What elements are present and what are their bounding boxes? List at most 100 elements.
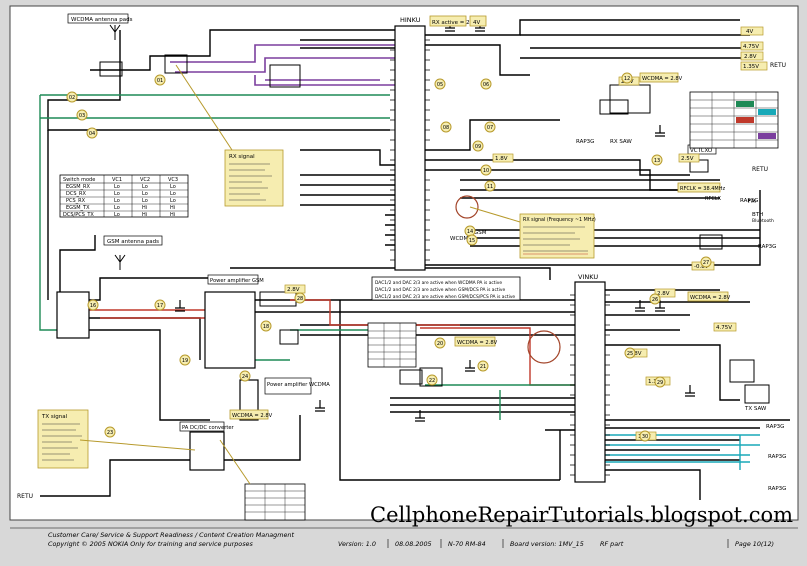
switch-table-header-vc2: VC2 [140, 177, 150, 183]
power-amp-gsm-label: Power amplifier GSM [210, 278, 264, 284]
footer-version: Version: 1.0 [338, 540, 376, 548]
marker-label: 15 [469, 238, 475, 244]
top-4v-box [469, 15, 487, 27]
footer-separators [387, 539, 729, 548]
wcdma-28-label-b: WCDMA = 2.8V [642, 76, 683, 82]
marker-label: 01 [157, 78, 163, 84]
dac-note-line-1: DAC1/2 and DAC 2/3 are active when WCDMA… [375, 280, 502, 286]
cyan-wires [605, 434, 760, 470]
footer-board: Board version: 1MV_15 [510, 540, 584, 548]
power-amp-wcdma-label: Power amplifier WCDMA [267, 382, 330, 388]
switch-table-cell: Lo [114, 191, 120, 197]
vinku-label: VINKU [578, 273, 598, 281]
marker-label: 11 [487, 184, 493, 190]
wcdma-28-label-a: WCDMA = 2.8V [232, 413, 273, 419]
rx-active-label: RX active = 2.8V [432, 20, 479, 26]
right-status-table [689, 91, 779, 149]
gsm-pa-chip [204, 291, 256, 369]
marker-label: 03 [79, 113, 85, 119]
marker-label: 21 [480, 364, 486, 370]
switch-table-cell: Lo [142, 198, 148, 204]
rap3g-label-4: RAP3G [766, 424, 784, 430]
retu-label-top: RETU [770, 62, 786, 69]
rail-1-35v: 1.35V [743, 64, 759, 70]
rail-2-8v: 2.8V [744, 54, 757, 60]
rx-signal-right-note: RX signal (Frequency ~1 MHz) [519, 213, 596, 259]
switch-table-cell: Hi [142, 212, 147, 218]
retu-label-mid: RETU [752, 166, 768, 173]
marker-label: 18 [263, 324, 269, 330]
rail-4v: 4V [746, 29, 753, 35]
switch-table-cell: Lo [142, 184, 148, 190]
highlight-circle-tx [527, 330, 561, 364]
footer-model: N-70 RM-84 [448, 540, 486, 548]
footer-page: Page 10(12) [735, 540, 774, 548]
top-4v-label: 4V [473, 20, 480, 26]
rx-signal-right-title: RX signal (Frequency ~1 MHz) [523, 217, 596, 223]
bth-sub-label: Bluetooth [752, 218, 774, 224]
marker-label: 20 [437, 341, 443, 347]
hinku-pins [390, 39, 430, 261]
marker-label: 10 [483, 168, 489, 174]
power-table [367, 322, 417, 368]
antenna-switch-chip [56, 291, 90, 339]
switch-table-cell: Lo [114, 205, 120, 211]
marker-label: 25 [627, 351, 633, 357]
switch-table-row-mode: EGSM_TX [66, 205, 90, 211]
switch-table-cell: Lo [170, 184, 176, 190]
switch-table-cell: Lo [170, 191, 176, 197]
switch-mode-table: Switch mode VC1 VC2 VC3 EGSM_RX Lo Lo Lo… [59, 174, 189, 218]
rail-4-75v: 4.75V [743, 44, 759, 50]
marker-label: 12 [624, 76, 630, 82]
wcdma-28-box-a [229, 409, 269, 420]
rfclk-label: RFCLK = 38.4MHz [680, 186, 725, 192]
purple-wires [170, 44, 395, 86]
vinku-pins [570, 294, 610, 476]
switch-table-cell: Hi [170, 205, 175, 211]
rap3g-label-1: RAP3G [576, 139, 594, 145]
rail-2-5v: 2.5V [681, 156, 694, 162]
switch-table-cell: Lo [114, 212, 120, 218]
marker-label: 24 [242, 374, 248, 380]
switch-table-row-mode: DCS_RX [66, 191, 86, 197]
hinku-label: HINKU [400, 16, 421, 24]
marker-label: 30 [642, 434, 648, 440]
rail-1-8v: 1.8V [495, 156, 508, 162]
tx-signal-title: TX signal [41, 414, 68, 420]
marker-label: 14 [467, 229, 473, 235]
dac-note-line-3: DAC1/2 and DAC 2/3 are active when GSM/D… [375, 294, 515, 300]
rail-4-75v-b: 4.75V [716, 325, 732, 331]
rap3g-label-6: RAP3G [768, 486, 786, 492]
bth-label: BTH [752, 212, 763, 218]
switch-table-row-mode: EGSM_RX [66, 184, 90, 190]
marker-label: 07 [487, 125, 493, 131]
marker-label: 23 [107, 430, 113, 436]
wcdma-28-box-b [639, 72, 679, 83]
highlight-circle-rx [455, 195, 479, 219]
switch-table-row-mode: DCS/PCS_TX [63, 212, 94, 218]
fm-label: FM [748, 199, 756, 205]
rap3g-label-2: RAP3G [740, 198, 758, 204]
rap3g-label-3: RAP3G [758, 244, 776, 250]
switch-table-header-vc3: VC3 [168, 177, 178, 183]
rx-signal-title: RX signal [229, 154, 255, 160]
capacitors [175, 20, 710, 422]
switch-table-header-vc1: VC1 [112, 177, 122, 183]
marker-label: 22 [429, 378, 435, 384]
footer-left-line-1: Customer Care/ Service & Support Readine… [48, 531, 294, 539]
switch-table-cell: Lo [114, 198, 120, 204]
gsm-mode-label: GSM [474, 230, 487, 236]
marker-label: 06 [483, 82, 489, 88]
dcdc-label: PA DC/DC converter [182, 425, 235, 431]
callout-lines [79, 64, 521, 485]
rfclk-short-label: RFCLK [705, 196, 722, 202]
rx-active-box [429, 15, 467, 27]
gsm-antenna-pads-label: GSM antenna pads [107, 239, 159, 245]
watermark-text: CellphoneRepairTutorials.blogspot.com [370, 503, 793, 527]
vinku-chip [574, 281, 606, 483]
rx-signal-note: RX signal [224, 149, 284, 207]
marker-label: 19 [182, 358, 188, 364]
dac-note-line-2: DAC1/2 and DAC 2/3 are active when GSM/D… [375, 287, 505, 293]
footer: Customer Care/ Service & Support Readine… [48, 531, 774, 548]
